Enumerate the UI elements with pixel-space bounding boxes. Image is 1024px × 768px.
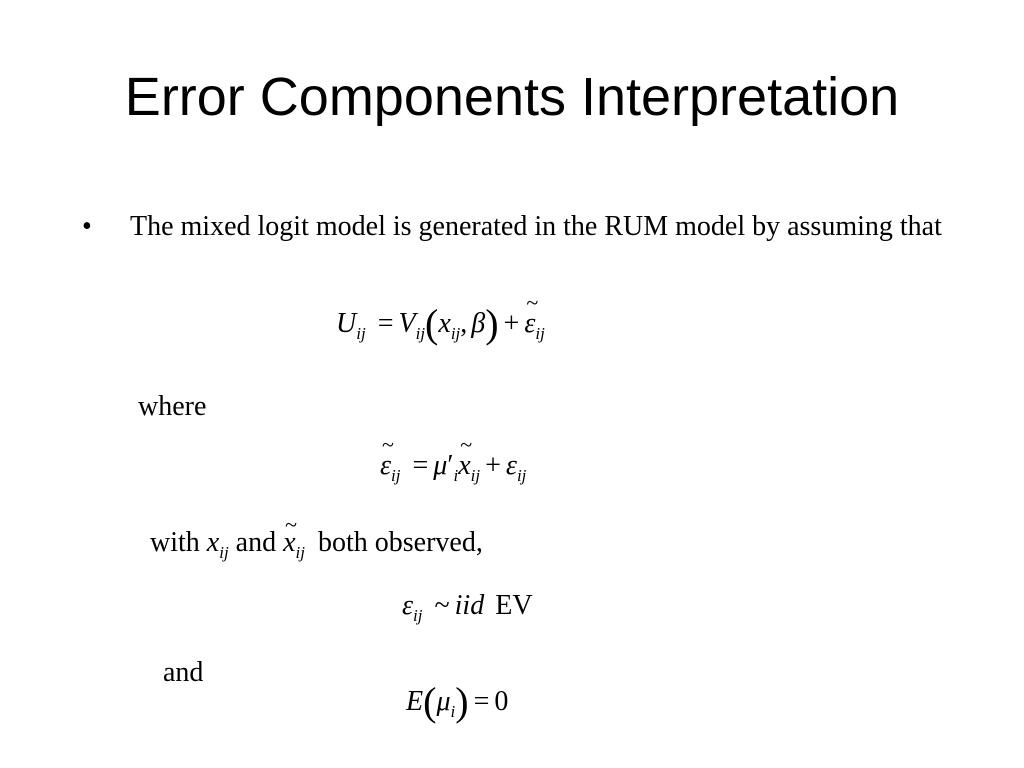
eq1-eps: ε: [524, 308, 536, 339]
eq3-ev: EV: [495, 590, 533, 621]
eq1-beta: β: [471, 308, 486, 339]
eq2-mu-sub: i: [453, 466, 459, 485]
eq1-rparen: ): [485, 301, 499, 346]
eq4-equals: =: [473, 686, 490, 717]
eq2-plus: +: [485, 450, 501, 481]
eq2-tilde-mark: ~: [382, 432, 394, 457]
eq3-iid: iid: [454, 590, 485, 621]
both-observed-label: both observed,: [318, 527, 483, 558]
equation-utility: Uij =Vij(xij,β)+~εij: [336, 290, 545, 344]
eq4-rparen: ): [455, 679, 469, 724]
eq2-prime: ′: [447, 450, 454, 481]
eq4-zero: 0: [494, 686, 509, 717]
eq1-equals: =: [377, 308, 394, 339]
eq1-eps-tilde: ~ε: [524, 290, 538, 340]
eq2-eps-tilde: ~ε: [380, 432, 394, 482]
eq1-plus: +: [503, 308, 520, 339]
with-line: with xij and ~xij both observed,: [150, 512, 483, 564]
with-label: with: [150, 527, 200, 558]
eq1-comma: ,: [460, 308, 468, 339]
eq1-eps-sub: ij: [535, 324, 545, 343]
eq4-mu: μ: [436, 686, 451, 717]
eq4-mu-sub: i: [450, 702, 456, 721]
inline-x2-sub: ij: [295, 543, 305, 562]
eq1-x: x: [438, 308, 451, 339]
eq3-sim: ~: [434, 590, 450, 621]
equation-expectation: E(μi)=0: [406, 682, 509, 722]
eq2-eps2: ε: [505, 450, 517, 481]
eq2-x: x: [458, 450, 471, 481]
eq2-x-sub: ij: [470, 466, 481, 485]
slide-title: Error Components Interpretation: [124, 67, 900, 127]
bullet-marker: •: [82, 211, 92, 242]
eq2-eps: ε: [380, 450, 392, 481]
eq2-x-tilde: ~x: [458, 432, 472, 482]
eq1-V: V: [398, 308, 416, 339]
eq3-eps-sub: ij: [413, 606, 423, 625]
inline-tilde-mark: ~: [285, 512, 298, 537]
eq1-U: U: [336, 308, 357, 339]
eq2-mu: μ: [433, 450, 448, 481]
inline-x-tilde: ~x: [283, 512, 297, 564]
eq4-lparen: (: [423, 679, 437, 724]
eq3-eps: ε: [402, 590, 414, 621]
inline-x-sub: ij: [219, 543, 229, 562]
and-label: and: [163, 657, 204, 688]
inline-x: x: [206, 527, 220, 558]
eq2-eps-sub: ij: [391, 466, 401, 485]
equation-error-decomposition: ~εij =μ′i~xij+εij: [380, 432, 527, 485]
eq2-eps2-sub: ij: [516, 466, 527, 485]
bullet-text: The mixed logit model is generated in th…: [130, 211, 942, 242]
where-label: where: [138, 391, 207, 422]
eq1-U-sub: ij: [356, 324, 366, 343]
eq2-x-tilde-mark: ~: [460, 432, 473, 457]
equation-iid: εij ~iid EV: [402, 590, 533, 625]
eq1-lparen: (: [425, 301, 439, 346]
eq1-V-sub: ij: [415, 324, 426, 343]
eq4-E: E: [406, 686, 424, 717]
and-mid-label: and: [235, 527, 277, 558]
eq2-equals: =: [412, 450, 429, 481]
inline-x2: x: [283, 527, 296, 558]
eq1-tilde-mark: ~: [526, 290, 539, 315]
eq1-x-sub: ij: [450, 324, 461, 343]
